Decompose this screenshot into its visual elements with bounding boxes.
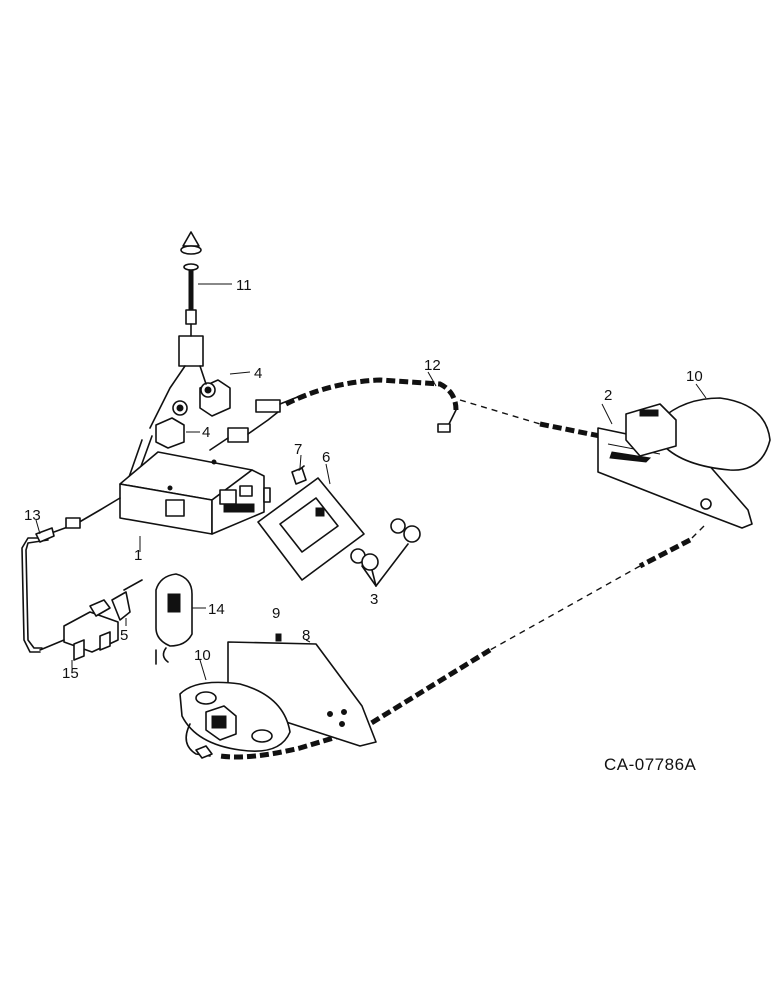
callout-14: 14 [208,601,225,618]
radio-unit-part-1 [119,451,271,535]
trim-plate-part-6 [257,477,365,581]
callout-5: 5 [120,627,128,644]
coax-cable-part-13 [21,497,121,653]
mic-clip-part-5 [89,579,143,621]
callout-8: 8 [302,627,310,644]
speaker-left-part-10 [179,681,291,759]
speaker-right-part-10 [625,397,771,471]
harness-connector [209,395,301,451]
bracket-part-4-upper [199,379,231,417]
screw-part-9 [275,633,282,642]
diagram-code: CA-07786A [604,755,697,774]
callout-11: 11 [236,277,252,294]
screw-part-7 [291,465,307,485]
leader-lines [35,283,707,681]
callout-9: 9 [272,605,280,622]
antenna-part-11 [178,231,204,367]
callout-7: 7 [294,441,302,458]
callout-6: 6 [322,449,330,466]
callout-4-lower: 4 [202,424,210,441]
callout-10-left: 10 [194,647,211,664]
callout-3: 3 [370,591,378,608]
callout-2: 2 [604,387,612,404]
wiring-harness-part-12 [284,377,601,439]
mounting-bracket-part-15 [39,611,119,661]
bracket-part-4-lower [155,400,188,449]
callout-15: 15 [62,665,79,682]
callout-10-right: 10 [686,368,703,385]
callout-1: 1 [134,547,142,564]
callout-13: 13 [24,507,41,524]
callout-labels: 1 2 3 4 4 5 6 7 8 9 10 10 11 12 13 14 15 [24,277,703,682]
callout-12: 12 [424,357,441,374]
knobs-part-3 [350,518,421,587]
microphone-part-14 [155,573,193,665]
callout-4-upper: 4 [254,365,262,382]
